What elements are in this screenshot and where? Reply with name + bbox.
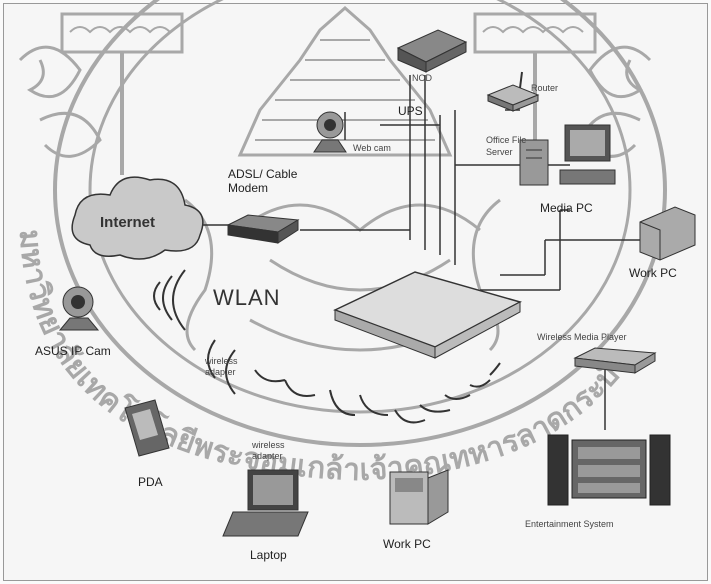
media-player-label: Wireless Media Player bbox=[537, 332, 627, 342]
ups-icon bbox=[398, 30, 466, 72]
modem-icon bbox=[228, 215, 298, 243]
work-pc-right-label: Work PC bbox=[629, 266, 677, 280]
pda-icon bbox=[125, 400, 169, 456]
desktop-pc-icon bbox=[560, 125, 615, 184]
laptop-label: Laptop bbox=[250, 548, 287, 562]
wireless-adapter-label-mid: wireless adapter bbox=[252, 440, 302, 462]
wlan-label: WLAN bbox=[213, 285, 281, 311]
pda-label: PDA bbox=[138, 475, 163, 489]
modem-label: ADSL/ Cable Modem bbox=[228, 167, 318, 195]
speaker-system-icon bbox=[548, 435, 670, 505]
work-pc-bottom-label: Work PC bbox=[383, 537, 431, 551]
router-label: Router bbox=[531, 83, 558, 93]
webcam-label: Web cam bbox=[353, 143, 391, 153]
media-pc-label: Media PC bbox=[540, 201, 593, 215]
entertainment-label: Entertainment System bbox=[525, 519, 614, 529]
desktop-pc-icon bbox=[640, 207, 695, 260]
internet-label: Internet bbox=[100, 214, 155, 231]
desktop-pc-icon bbox=[390, 470, 448, 524]
ip-camera-icon bbox=[60, 287, 98, 330]
laptop-icon bbox=[223, 470, 308, 536]
ip-cam-label: ASUS IP Cam bbox=[35, 344, 111, 358]
webcam-icon bbox=[314, 112, 346, 152]
ups-label: UPS bbox=[398, 104, 423, 118]
wireless-adapter-label-left: wireless adapter bbox=[205, 356, 250, 378]
nod-label: NOD bbox=[412, 73, 432, 83]
media-player-icon bbox=[575, 348, 655, 373]
server-label: Office File Server bbox=[486, 134, 536, 158]
